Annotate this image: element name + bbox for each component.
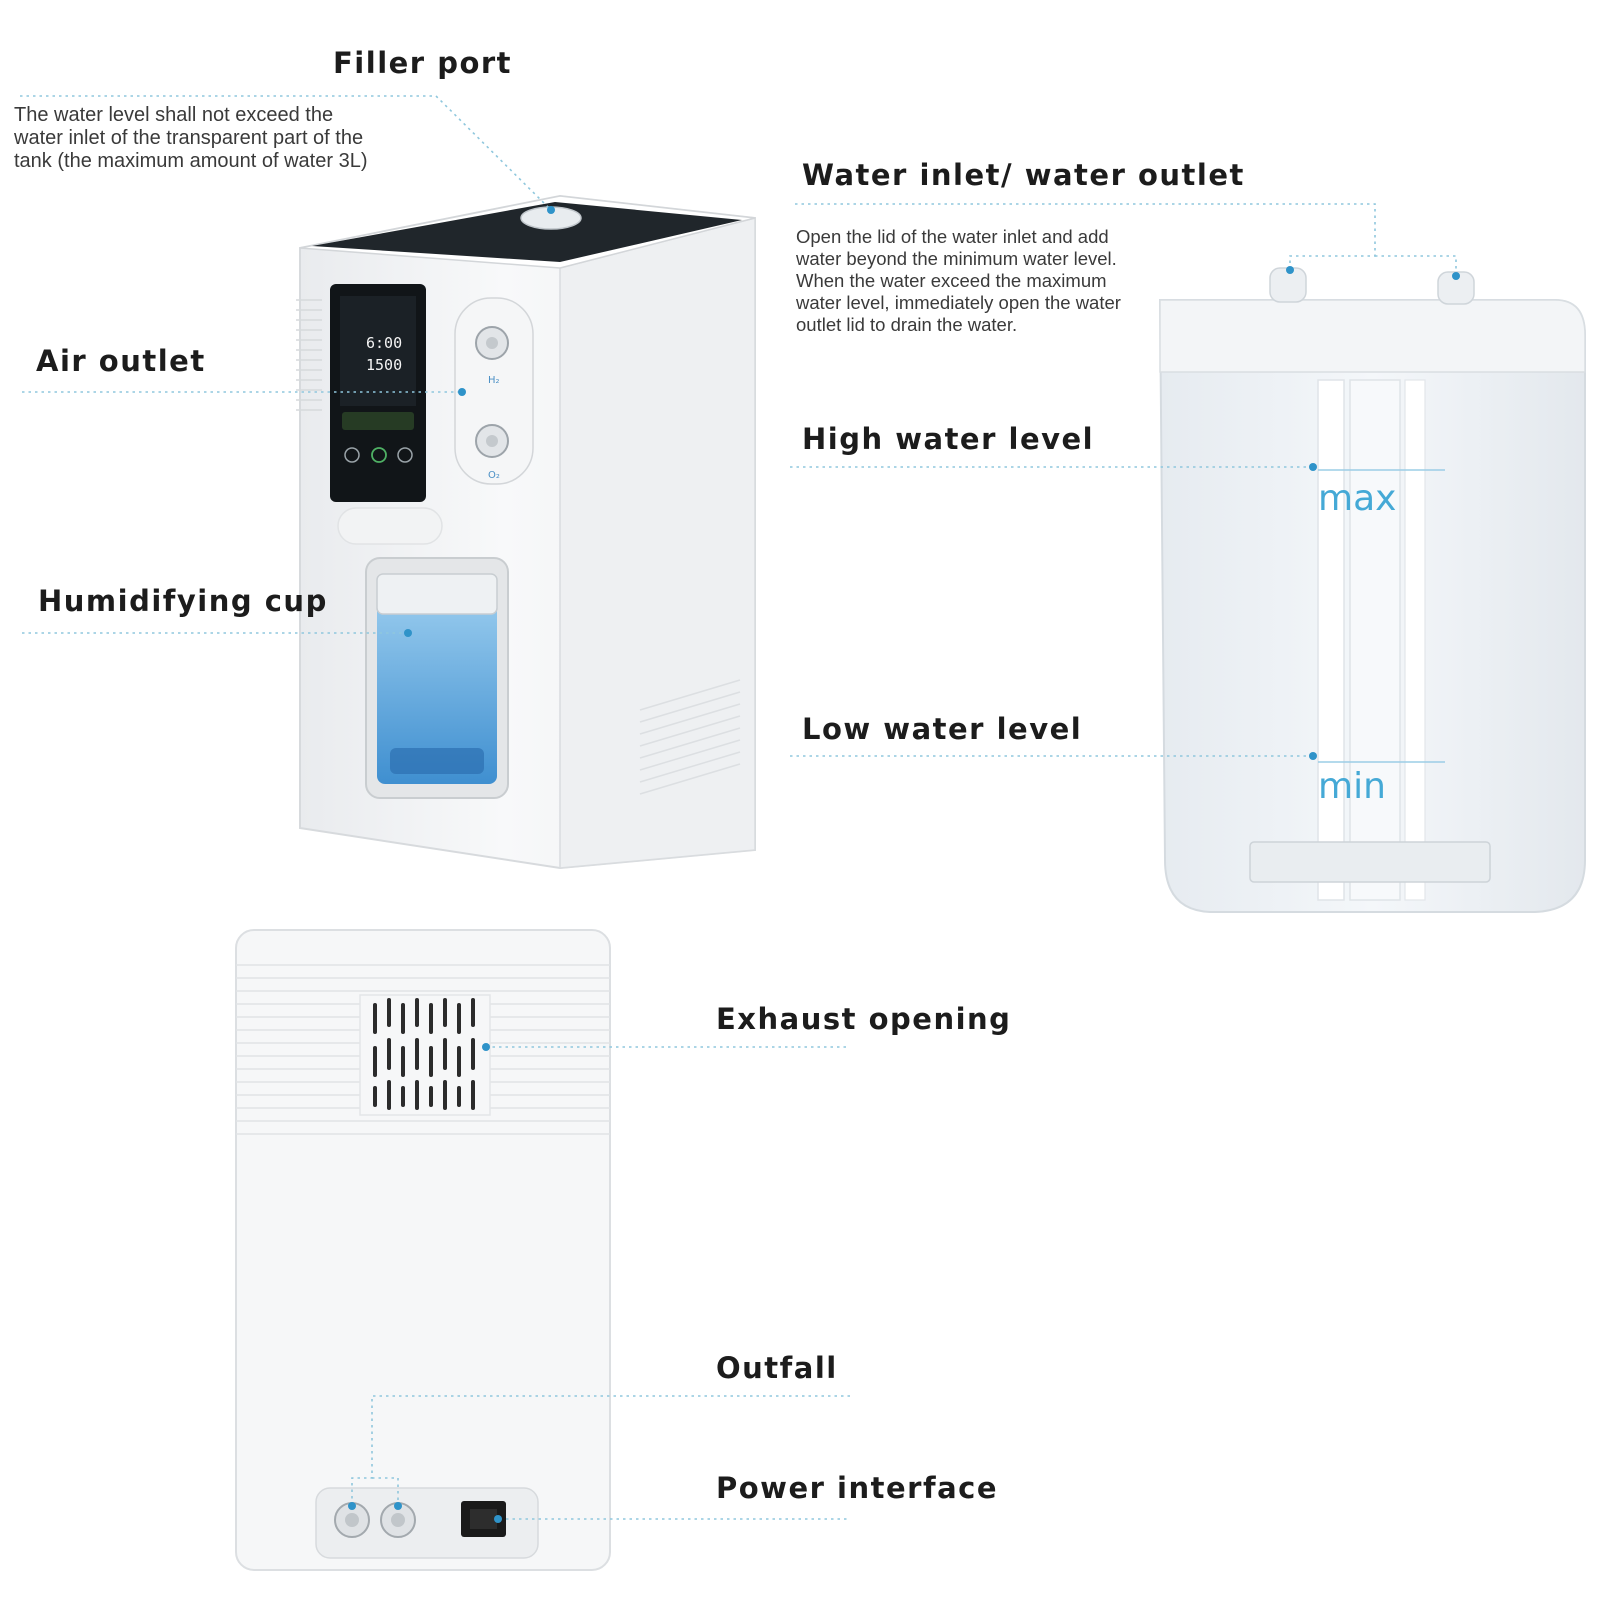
water-inlet-outlet-description: Open the lid of the water inlet and add …	[796, 226, 1121, 335]
exhaust-opening-label: Exhaust opening	[716, 1002, 1012, 1036]
callout-dots	[348, 206, 1460, 1523]
high-water-level-label: High water level	[802, 422, 1095, 456]
filler-port-description: The water level shall not exceed the wat…	[14, 104, 368, 172]
low-water-level-label: Low water level	[802, 712, 1083, 746]
water-inlet-outlet-label: Water inlet/ water outlet	[802, 158, 1245, 192]
tank-max-mark: max	[1318, 478, 1397, 519]
outfall-label: Outfall	[716, 1351, 838, 1385]
svg-text:H₂: H₂	[488, 375, 500, 386]
svg-text:O₂: O₂	[488, 470, 500, 481]
humidifying-cup-label: Humidifying cup	[38, 584, 328, 618]
exhaust-grille	[359, 994, 491, 1116]
screen-time-readout: 6:00	[366, 334, 403, 352]
power-interface-label: Power interface	[716, 1471, 998, 1505]
water-tank	[1158, 267, 1586, 913]
filler-port-label: Filler port	[333, 46, 513, 80]
leader-lines	[20, 95, 1457, 1520]
main-device: H₂ O₂	[296, 194, 756, 870]
tank-min-mark: min	[1318, 766, 1386, 807]
screen-flow-readout: 1500	[366, 356, 403, 374]
air-outlet-label: Air outlet	[36, 344, 206, 378]
device-back	[235, 929, 611, 1571]
gas-outlet-panel	[454, 297, 534, 485]
